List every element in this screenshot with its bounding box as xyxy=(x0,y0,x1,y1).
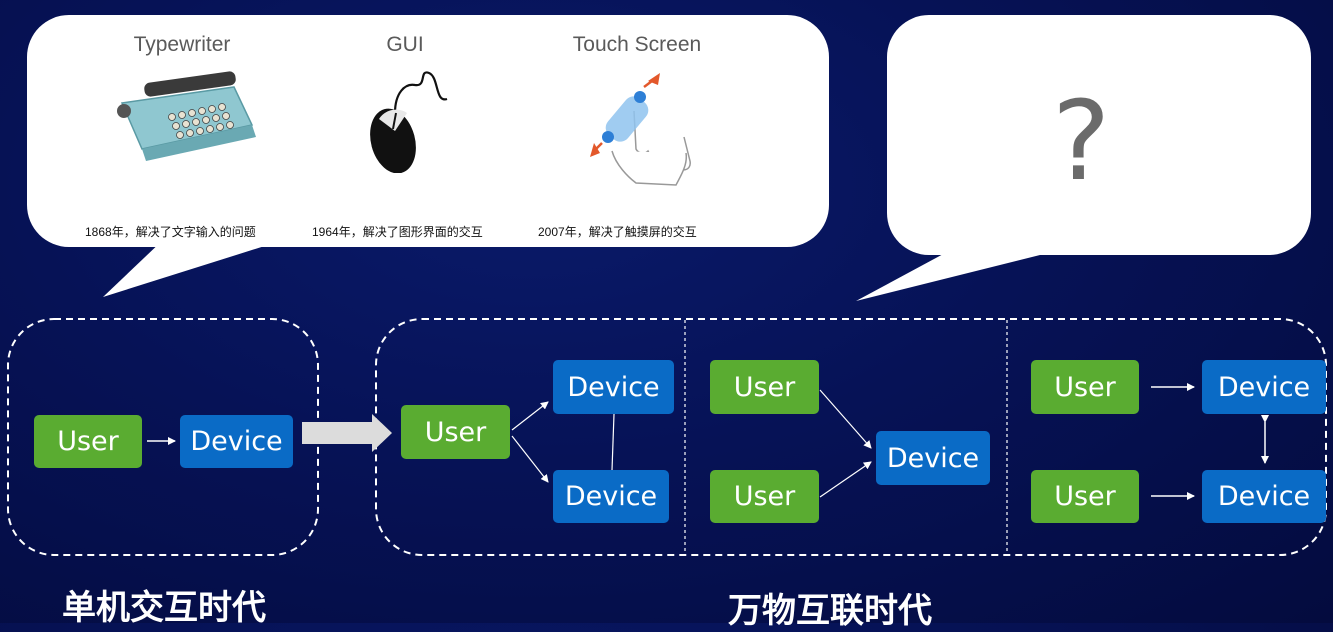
p3-user-bottom-box: User xyxy=(1031,470,1139,523)
touch-title: Touch Screen xyxy=(572,33,702,56)
iot-era-label: 万物互联时代 xyxy=(728,591,932,631)
p2-device-box: Device xyxy=(876,431,990,485)
single-user-box: User xyxy=(34,415,142,468)
iot-era-frame xyxy=(375,318,1327,556)
single-era-label: 单机交互时代 xyxy=(62,588,266,628)
future-bubble: ? xyxy=(887,15,1311,255)
typewriter-item: Typewriter xyxy=(72,33,292,170)
p1-arrow-top xyxy=(511,401,549,431)
future-bubble-tail xyxy=(856,245,1080,301)
p2-arrow-bottom xyxy=(819,461,872,498)
gui-item: GUI xyxy=(320,33,490,178)
touch-caption: 2007年，解决了触摸屏的交互 xyxy=(538,225,697,239)
p3-device-top-box: Device xyxy=(1202,360,1326,414)
touch-gesture-icon xyxy=(590,73,691,186)
p1-device-top-box: Device xyxy=(553,360,674,414)
p1-device-bottom-box: Device xyxy=(553,470,669,523)
question-mark: ? xyxy=(1052,77,1111,205)
p3-device-bottom-box: Device xyxy=(1202,470,1326,523)
mouse-icon xyxy=(370,71,448,174)
p2-arrow-top xyxy=(819,389,872,449)
p3-user-top-box: User xyxy=(1031,360,1139,414)
gui-caption: 1964年，解决了图形界面的交互 xyxy=(312,225,483,239)
history-bubble: Typewriter 1868年，解决了文字输入的问题 GUI 1964年，解决… xyxy=(27,15,829,247)
single-device-box: Device xyxy=(180,415,293,468)
p2-user-top-box: User xyxy=(710,360,819,414)
era-transition-arrow xyxy=(302,414,392,452)
p1-user-box: User xyxy=(401,405,510,459)
p1-arrow-bottom xyxy=(511,435,549,483)
typewriter-title: Typewriter xyxy=(133,33,231,56)
touch-item: Touch Screen xyxy=(547,33,727,196)
gui-title: GUI xyxy=(386,33,424,56)
p1-device-link xyxy=(611,413,615,471)
history-bubble-tail xyxy=(103,238,290,297)
p2-user-bottom-box: User xyxy=(710,470,819,523)
typewriter-icon xyxy=(117,71,256,161)
typewriter-caption: 1868年，解决了文字输入的问题 xyxy=(85,225,256,239)
